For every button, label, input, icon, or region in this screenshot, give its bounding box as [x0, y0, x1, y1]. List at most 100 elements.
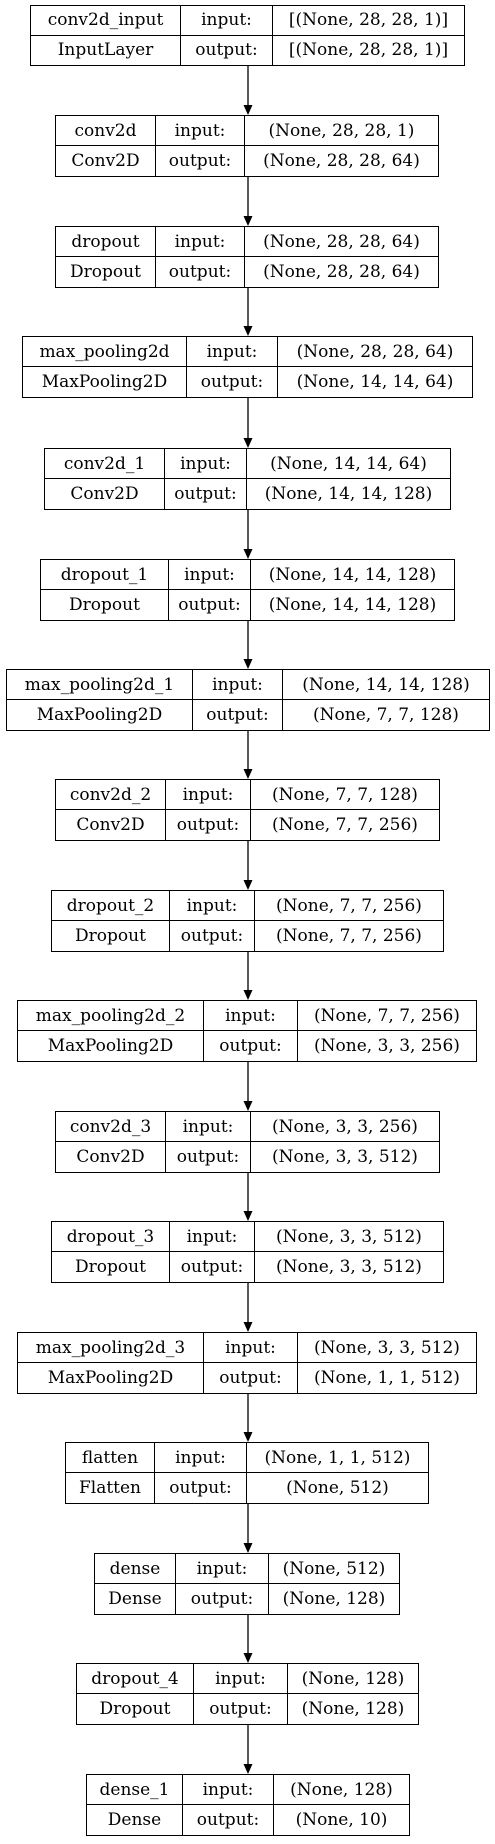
arrowhead-icon — [243, 659, 253, 669]
arrowhead-icon — [243, 1322, 253, 1332]
output-shape: (None, 14, 14, 128) — [268, 595, 437, 615]
arrowhead-icon — [243, 1211, 253, 1221]
input-label: input: — [170, 891, 255, 921]
layer-type: Conv2D — [56, 810, 166, 840]
output-shape: (None, 3, 3, 256) — [314, 1036, 460, 1056]
layer-type: MaxPooling2D — [18, 1031, 204, 1061]
arrowhead-icon — [243, 1432, 253, 1442]
output-shape: (None, 14, 14, 128) — [264, 484, 433, 504]
input-label: input: — [166, 780, 251, 810]
layer-type: Conv2D — [56, 146, 156, 176]
input-label: input: — [204, 1333, 298, 1363]
input-label: input: — [156, 227, 245, 257]
arrowhead-icon — [243, 1653, 253, 1663]
layer-name: dropout_4 — [77, 1664, 194, 1694]
input-shape: (None, 7, 7, 256) — [298, 1001, 476, 1031]
layer-type: Conv2D — [56, 1142, 166, 1172]
arrowhead-icon — [243, 1543, 253, 1553]
output-shape: (None, 7, 7, 128) — [313, 705, 459, 725]
input-label: input: — [169, 560, 251, 590]
output-shape: (None, 1, 1, 512) — [314, 1368, 460, 1388]
output-label: output: — [204, 1031, 298, 1061]
output-label: output: — [170, 921, 255, 951]
output-shape: (None, 3, 3, 512) — [272, 1147, 418, 1167]
layer-name: dropout — [56, 227, 156, 257]
layer-type: MaxPooling2D — [18, 1363, 204, 1393]
layer-type: Dropout — [56, 257, 156, 287]
output-label: output: — [156, 257, 245, 287]
layer-name: max_pooling2d_3 — [18, 1333, 204, 1363]
output-label: output: — [170, 1252, 255, 1282]
arrowhead-icon — [243, 326, 253, 336]
input-label: input: — [204, 1001, 298, 1031]
layer-name: conv2d_1 — [45, 449, 165, 479]
input-label: input: — [193, 670, 283, 700]
output-shape: (None, 128) — [301, 1699, 405, 1719]
input-shape: (None, 14, 14, 128) — [283, 670, 489, 700]
output-label: output: — [176, 1584, 269, 1614]
output-shape: (None, 7, 7, 256) — [272, 815, 418, 835]
input-shape: (None, 128) — [288, 1664, 418, 1694]
output-label: output: — [156, 146, 245, 176]
layer-type: Dropout — [52, 1252, 170, 1282]
arrowhead-icon — [243, 216, 253, 226]
input-shape: (None, 3, 3, 512) — [298, 1333, 476, 1363]
input-shape: (None, 3, 3, 512) — [255, 1222, 443, 1252]
input-shape: (None, 28, 28, 1) — [245, 116, 438, 146]
output-label: output: — [155, 1473, 247, 1503]
input-shape: (None, 7, 7, 256) — [255, 891, 443, 921]
layer-type: MaxPooling2D — [7, 700, 193, 730]
output-shape: (None, 512) — [286, 1478, 389, 1498]
layer-type: Dense — [87, 1805, 183, 1835]
layer-name: flatten — [66, 1443, 155, 1473]
input-label: input: — [194, 1664, 288, 1694]
input-label: input: — [166, 1112, 251, 1142]
output-label: output: — [169, 590, 251, 620]
input-label: input: — [187, 337, 278, 367]
layer-name: dropout_3 — [52, 1222, 170, 1252]
output-label: output: — [181, 35, 273, 65]
output-label: output: — [204, 1363, 298, 1393]
layer-name: conv2d — [56, 116, 156, 146]
output-label: output: — [187, 367, 278, 397]
output-shape: [(None, 28, 28, 1)] — [288, 40, 449, 61]
output-label: output: — [194, 1694, 288, 1724]
input-label: input: — [165, 449, 247, 479]
arrowhead-icon — [243, 1764, 253, 1774]
output-shape: (None, 7, 7, 256) — [276, 926, 422, 946]
layer-name: dense — [95, 1554, 176, 1584]
input-label: input: — [156, 116, 245, 146]
input-shape: [(None, 28, 28, 1)] — [273, 6, 464, 36]
output-shape: (None, 10) — [295, 1810, 388, 1830]
input-shape: (None, 3, 3, 256) — [251, 1112, 439, 1142]
output-label: output: — [165, 479, 247, 509]
input-label: input: — [176, 1554, 269, 1584]
input-shape: (None, 512) — [269, 1554, 399, 1584]
layer-name: max_pooling2d — [23, 337, 187, 367]
input-label: input: — [183, 1775, 274, 1805]
output-label: output: — [183, 1805, 274, 1835]
layer-type: Dropout — [77, 1694, 194, 1724]
arrowhead-icon — [243, 438, 253, 448]
output-shape: (None, 28, 28, 64) — [263, 262, 420, 282]
arrowhead-icon — [243, 990, 253, 1000]
arrowhead-icon — [243, 769, 253, 779]
layer-name: dropout_2 — [52, 891, 170, 921]
